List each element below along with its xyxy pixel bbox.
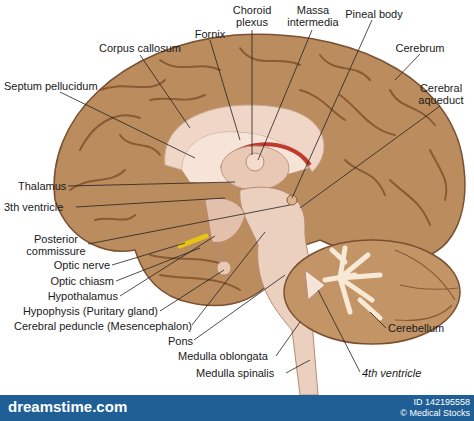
watermark: ID 142195558: [330, 397, 470, 407]
part-label: Hypothalamus: [20, 290, 118, 302]
part-label: 3th ventricle: [4, 201, 94, 213]
part-label: 4th ventricle: [362, 367, 452, 379]
hypophysis-stalk: [215, 242, 222, 262]
part-label: Corpus callosum: [94, 42, 186, 54]
part-label: Hypophysis (Puritary gland): [0, 305, 158, 317]
part-label: Optic chiasm: [20, 275, 114, 287]
part-label: Cerebral aqueduct: [410, 82, 472, 106]
part-label: Posterior commissure: [18, 233, 94, 257]
part-label: Pons: [168, 335, 208, 347]
part-label: Pineal body: [342, 8, 406, 20]
massa-intermedia: [246, 153, 264, 171]
fourth-ventricle-shape: [305, 270, 325, 300]
part-label: Septum pellucidum: [4, 80, 114, 92]
arbor-vitae: [325, 248, 380, 318]
part-label: Choroid plexus: [226, 4, 278, 28]
watermark: © Medical Stocks: [330, 408, 470, 418]
watermark: dreamstime.com: [8, 399, 168, 415]
part-label: Thalamus: [18, 180, 88, 192]
part-label: Medulla spinalis: [196, 367, 296, 379]
part-label: Optic nerve: [20, 259, 110, 271]
pineal-shape: [287, 195, 297, 205]
cerebellum-folia: [395, 250, 458, 320]
part-label: Medulla oblongata: [178, 350, 288, 362]
part-label: Fornix: [188, 28, 232, 40]
thalamus-shape: [221, 146, 289, 190]
part-label: Cerebral peduncle (Mesencephalon): [14, 320, 194, 332]
part-label: Cerebrum: [390, 42, 450, 54]
part-label: Cerebellum: [388, 322, 468, 334]
footer-bar: [0, 395, 474, 421]
part-label: Massa intermedia: [286, 4, 340, 28]
